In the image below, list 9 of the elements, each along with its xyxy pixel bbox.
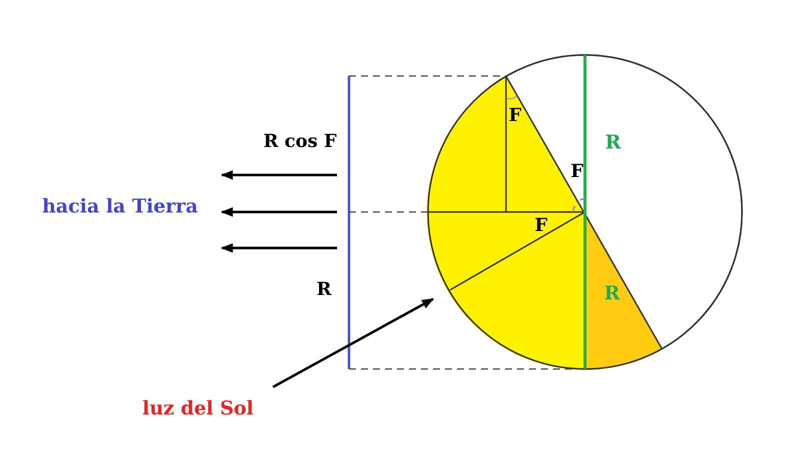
dimension-label: R bbox=[316, 281, 332, 299]
angle-label: F bbox=[534, 217, 548, 235]
radius-label: R bbox=[605, 134, 621, 152]
angle-label: F bbox=[570, 163, 584, 181]
caption-label: hacia la Tierra bbox=[42, 198, 198, 216]
caption-label: luz del Sol bbox=[142, 400, 254, 418]
radius-label: R bbox=[604, 284, 620, 304]
angle-label: F bbox=[508, 107, 522, 125]
formula-label: R cos F bbox=[263, 133, 337, 151]
